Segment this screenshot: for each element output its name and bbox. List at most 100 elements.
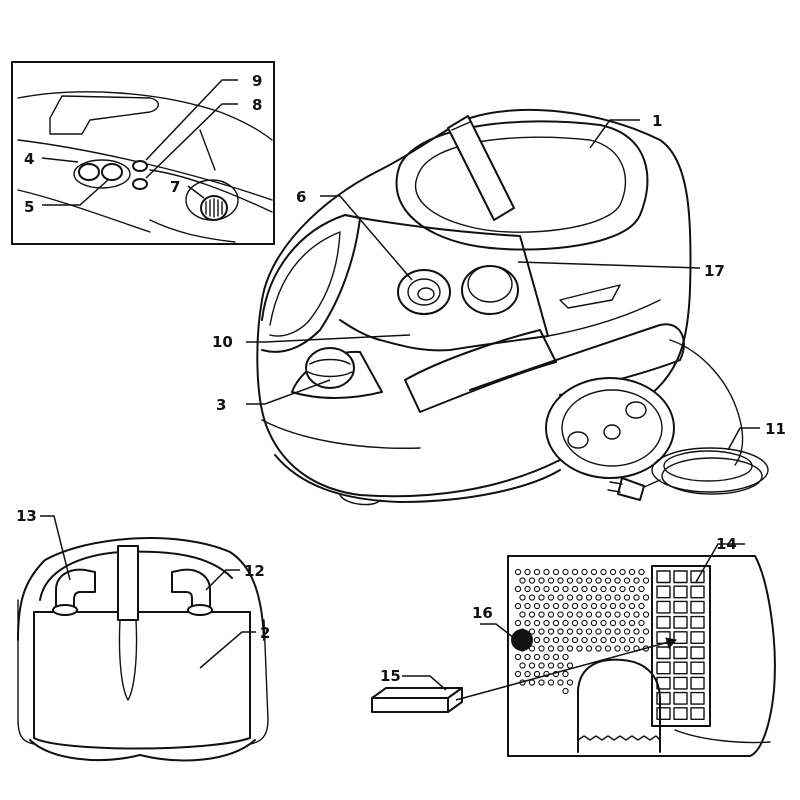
vent-dot	[633, 628, 640, 635]
callout-labels: 1 2 3 4 5 6 7 8 9 10 11 12 13 14 15 16 1…	[16, 72, 786, 685]
vent-dot	[633, 611, 640, 618]
callout-8: 8	[252, 96, 262, 114]
knob-7	[185, 179, 239, 221]
indicator-light-9	[132, 160, 148, 172]
vent-dot	[581, 585, 588, 593]
grille-cell	[673, 646, 688, 660]
vent-dot	[514, 585, 522, 593]
vent-dot	[590, 568, 598, 576]
rear-panel-detail	[371, 543, 776, 757]
grille-cell	[673, 585, 688, 599]
vent-dot	[604, 645, 612, 652]
vent-dot	[566, 645, 574, 652]
vent-dot	[562, 568, 569, 576]
vent-dot	[600, 568, 607, 576]
buttons-4-5	[73, 159, 131, 189]
vent-dot	[552, 602, 560, 610]
vent-dot	[614, 577, 621, 584]
vent-dot	[543, 585, 550, 593]
callout-17: 17	[704, 262, 725, 280]
vent-dot	[590, 619, 598, 627]
vent-dot	[614, 645, 621, 652]
grille-cell	[656, 585, 671, 599]
vent-dot	[581, 619, 588, 627]
vent-dot	[514, 568, 522, 576]
vent-dot	[538, 662, 545, 669]
knob-17	[461, 265, 519, 315]
vent-dot	[642, 611, 650, 618]
rear-wheel	[545, 377, 675, 479]
vent-dot	[604, 594, 612, 601]
vent-dot	[524, 585, 531, 593]
grille-cell	[656, 646, 671, 660]
grille-cell	[656, 615, 671, 629]
grille-cell	[656, 600, 671, 614]
vent-dot	[595, 611, 602, 618]
grille-cell	[690, 646, 705, 660]
vent-dot	[576, 645, 583, 652]
vent-dot	[614, 611, 621, 618]
vent-dot	[533, 670, 541, 678]
callout-1: 1	[652, 112, 662, 130]
vent-dot	[638, 602, 645, 610]
grille-cell	[690, 615, 705, 629]
vent-dot	[533, 653, 541, 661]
vent-dot	[581, 602, 588, 610]
vent-dot	[547, 594, 555, 601]
vent-dot	[642, 577, 650, 584]
vent-dot	[595, 577, 602, 584]
vent-dot	[533, 585, 541, 593]
vent-dot	[557, 577, 564, 584]
filter-pad-15	[371, 687, 463, 713]
vent-dot	[628, 619, 636, 627]
vent-dot	[519, 577, 526, 584]
vent-dot	[619, 568, 626, 576]
vent-dot	[547, 628, 555, 635]
vent-dot	[585, 577, 593, 584]
vent-dot	[609, 585, 617, 593]
vent-dot	[585, 628, 593, 635]
vent-dot	[623, 611, 631, 618]
vent-dot	[562, 653, 569, 661]
vent-dot	[514, 602, 522, 610]
vent-dot	[571, 585, 579, 593]
vent-dot	[528, 645, 536, 652]
vent-dot	[628, 568, 636, 576]
vent-dot	[514, 619, 522, 627]
vent-dot	[557, 628, 564, 635]
vent-dot	[590, 602, 598, 610]
vent-dot	[552, 585, 560, 593]
vent-dot	[557, 679, 564, 686]
vent-dot	[600, 619, 607, 627]
vent-dot	[524, 670, 531, 678]
vent-dot	[547, 679, 555, 686]
vent-dot	[557, 662, 564, 669]
vent-dot	[628, 636, 636, 644]
vent-dot	[538, 577, 545, 584]
vent-dot	[609, 602, 617, 610]
vent-dot	[543, 568, 550, 576]
callout-16: 16	[472, 604, 493, 622]
grille-cell	[673, 615, 688, 629]
vent-dot	[562, 619, 569, 627]
vent-dot	[552, 619, 560, 627]
tube-13	[52, 568, 96, 616]
vent-dot	[547, 577, 555, 584]
vent-dot	[543, 602, 550, 610]
vent-dot	[552, 568, 560, 576]
vent-dot	[538, 645, 545, 652]
callout-13: 13	[16, 507, 37, 525]
vent-dot	[600, 636, 607, 644]
vent-dot	[538, 611, 545, 618]
power-cord	[607, 339, 769, 501]
vent-dot	[638, 636, 645, 644]
callout-4: 4	[24, 150, 34, 168]
vent-dot	[528, 594, 536, 601]
vent-dot	[581, 568, 588, 576]
vent-dot	[619, 602, 626, 610]
vent-dot	[528, 662, 536, 669]
vent-dot	[600, 602, 607, 610]
grille-cell	[673, 570, 688, 584]
vent-dot	[543, 636, 550, 644]
vent-dot	[638, 568, 645, 576]
